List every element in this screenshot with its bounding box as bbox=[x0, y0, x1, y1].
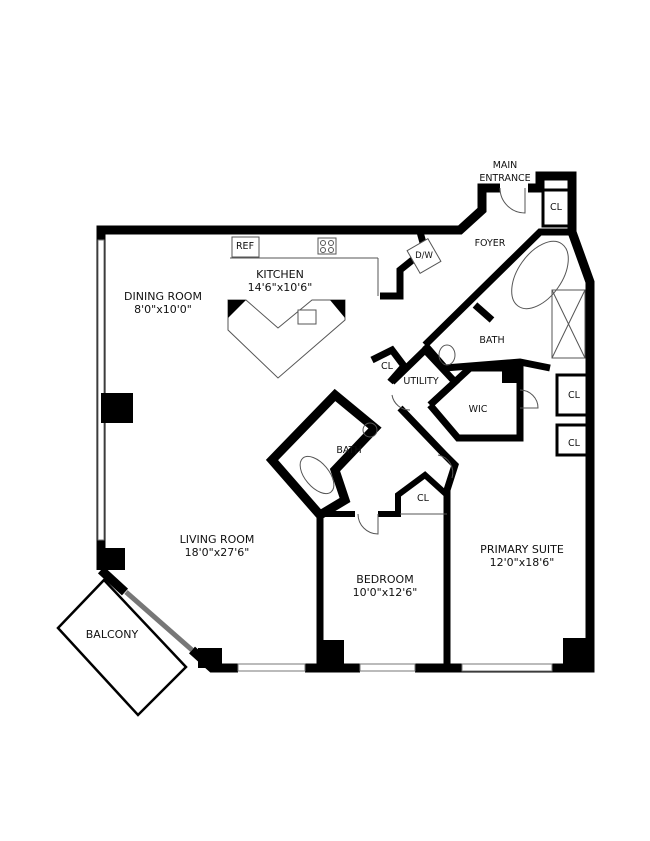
balcony-outline bbox=[56, 578, 188, 717]
closet-label: CL bbox=[568, 438, 580, 449]
refrigerator-label: REF bbox=[235, 241, 255, 252]
closet-label: CL bbox=[568, 390, 580, 401]
closet-label: CL bbox=[550, 202, 562, 213]
utility-label: UTILITY bbox=[403, 376, 439, 387]
balcony-label: BALCONY bbox=[85, 628, 139, 641]
dishwasher-label: D/W bbox=[415, 251, 433, 261]
primary-bath-label: BATH bbox=[479, 335, 505, 346]
walls bbox=[96, 171, 595, 673]
hall-bath-label: BATH bbox=[336, 445, 362, 456]
closet-label: CL bbox=[381, 361, 393, 372]
closet-label: CL bbox=[417, 493, 429, 504]
foyer-label: FOYER bbox=[474, 238, 506, 249]
wic-label: WIC bbox=[468, 404, 488, 415]
